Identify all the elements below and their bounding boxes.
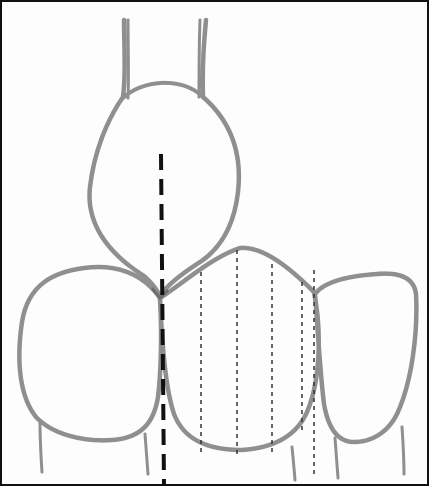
left-tooth-root-right [145, 434, 148, 474]
right-tooth [315, 274, 416, 478]
upper-tooth-root-right [199, 20, 200, 97]
right-tooth-root-left [335, 438, 338, 478]
left-tooth-outline [19, 267, 161, 440]
center-tooth [160, 248, 319, 480]
center-tooth-outline [160, 248, 319, 450]
upper-tooth-crown-top [123, 83, 203, 98]
right-tooth-outline [315, 274, 416, 442]
center-tooth-root-right [292, 447, 295, 480]
upper-tooth [89, 20, 238, 296]
left-tooth-root-left [40, 422, 42, 472]
upper-tooth-outline [89, 20, 238, 296]
right-tooth-root-right [402, 427, 404, 474]
segment-guides [201, 250, 314, 478]
left-tooth [19, 267, 161, 474]
